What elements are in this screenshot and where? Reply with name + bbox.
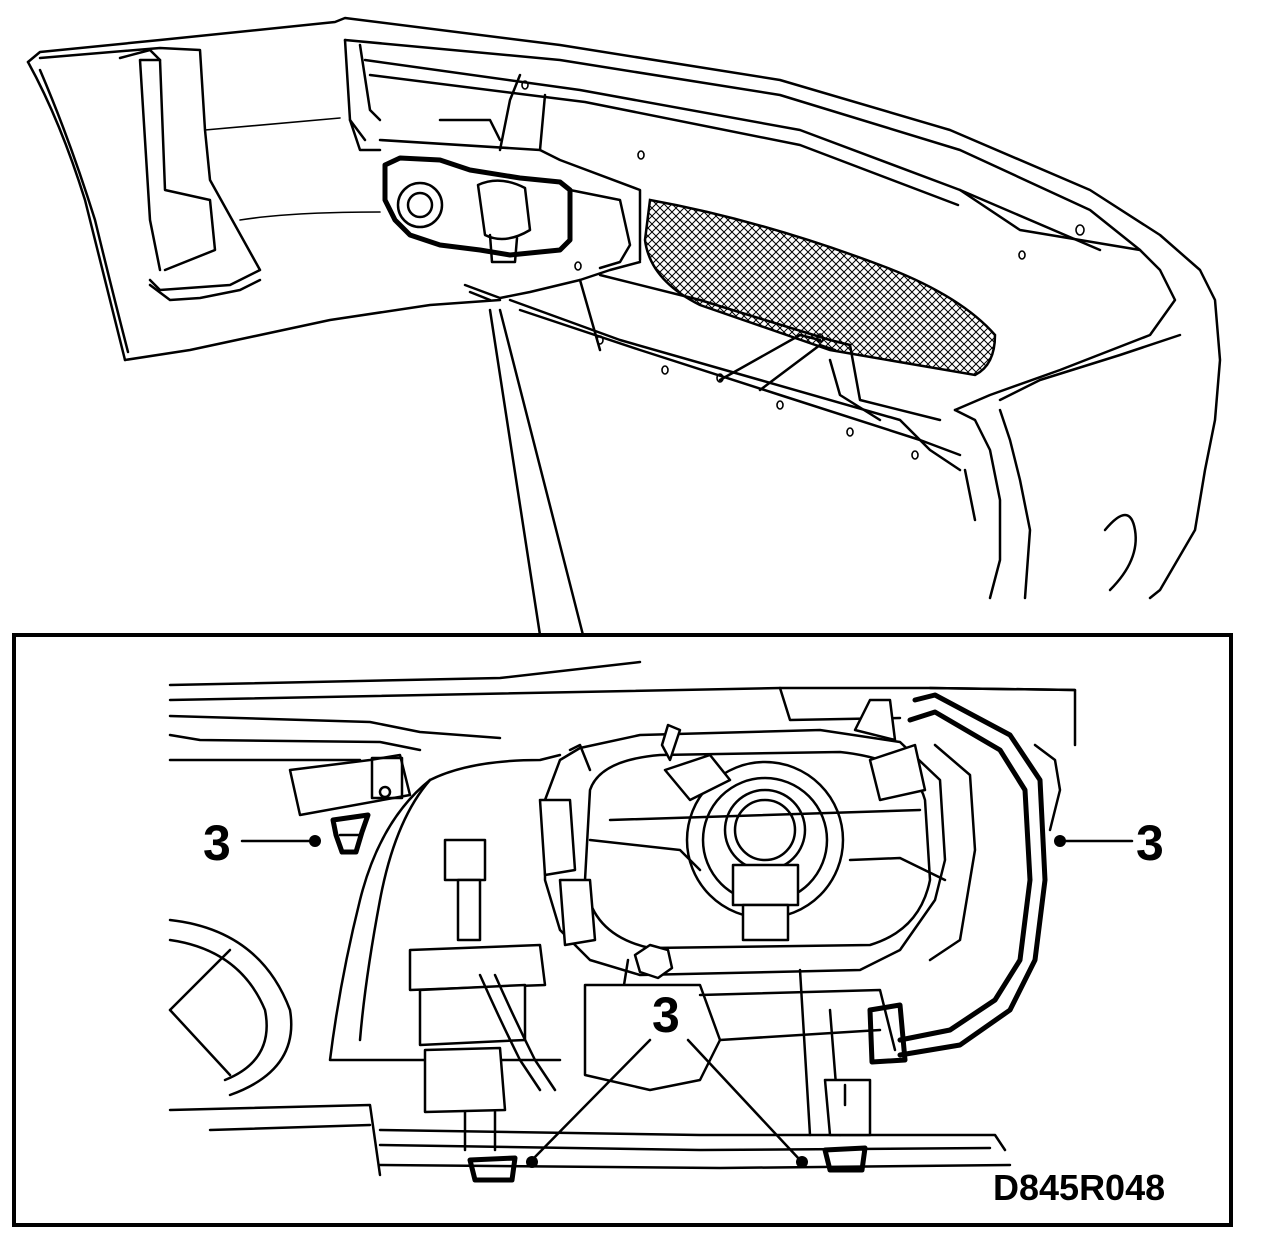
callout-label-upper-left: 3 [203,815,231,871]
bumper-overview [26,16,1222,637]
callout-label-right: 3 [1136,815,1164,871]
figure-code: D845R048 [993,1167,1165,1208]
detail-inset-frame [12,633,1233,1227]
bumper-holes [521,80,1085,460]
callout-dot-lower-left [526,1156,538,1168]
callout-label-bottom: 3 [652,987,680,1043]
callout-dot-right [1054,835,1066,847]
detail-view [168,660,1134,1183]
callout-dot-upper-left [309,835,321,847]
callout-dot-lower-right [796,1156,808,1168]
callout-labels: 3 3 3 [203,815,1164,1043]
